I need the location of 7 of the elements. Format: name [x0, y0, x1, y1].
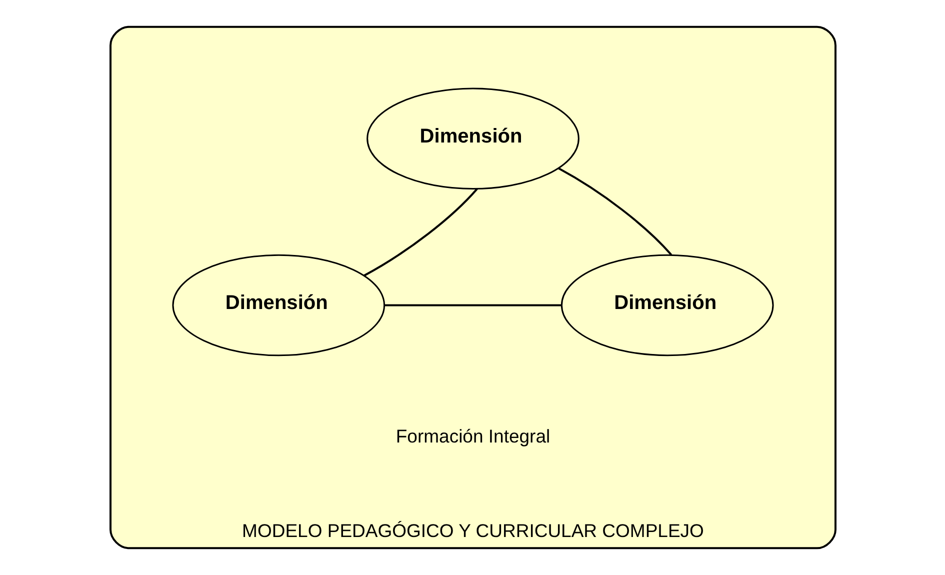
node-ellipse: Dimensión [366, 88, 579, 190]
connector [363, 188, 478, 277]
connector [558, 167, 672, 256]
label: Formación Integral [395, 426, 550, 447]
node-ellipse: Dimensión [560, 254, 774, 356]
connector [384, 304, 561, 306]
node-ellipse: Dimensión [172, 254, 385, 356]
